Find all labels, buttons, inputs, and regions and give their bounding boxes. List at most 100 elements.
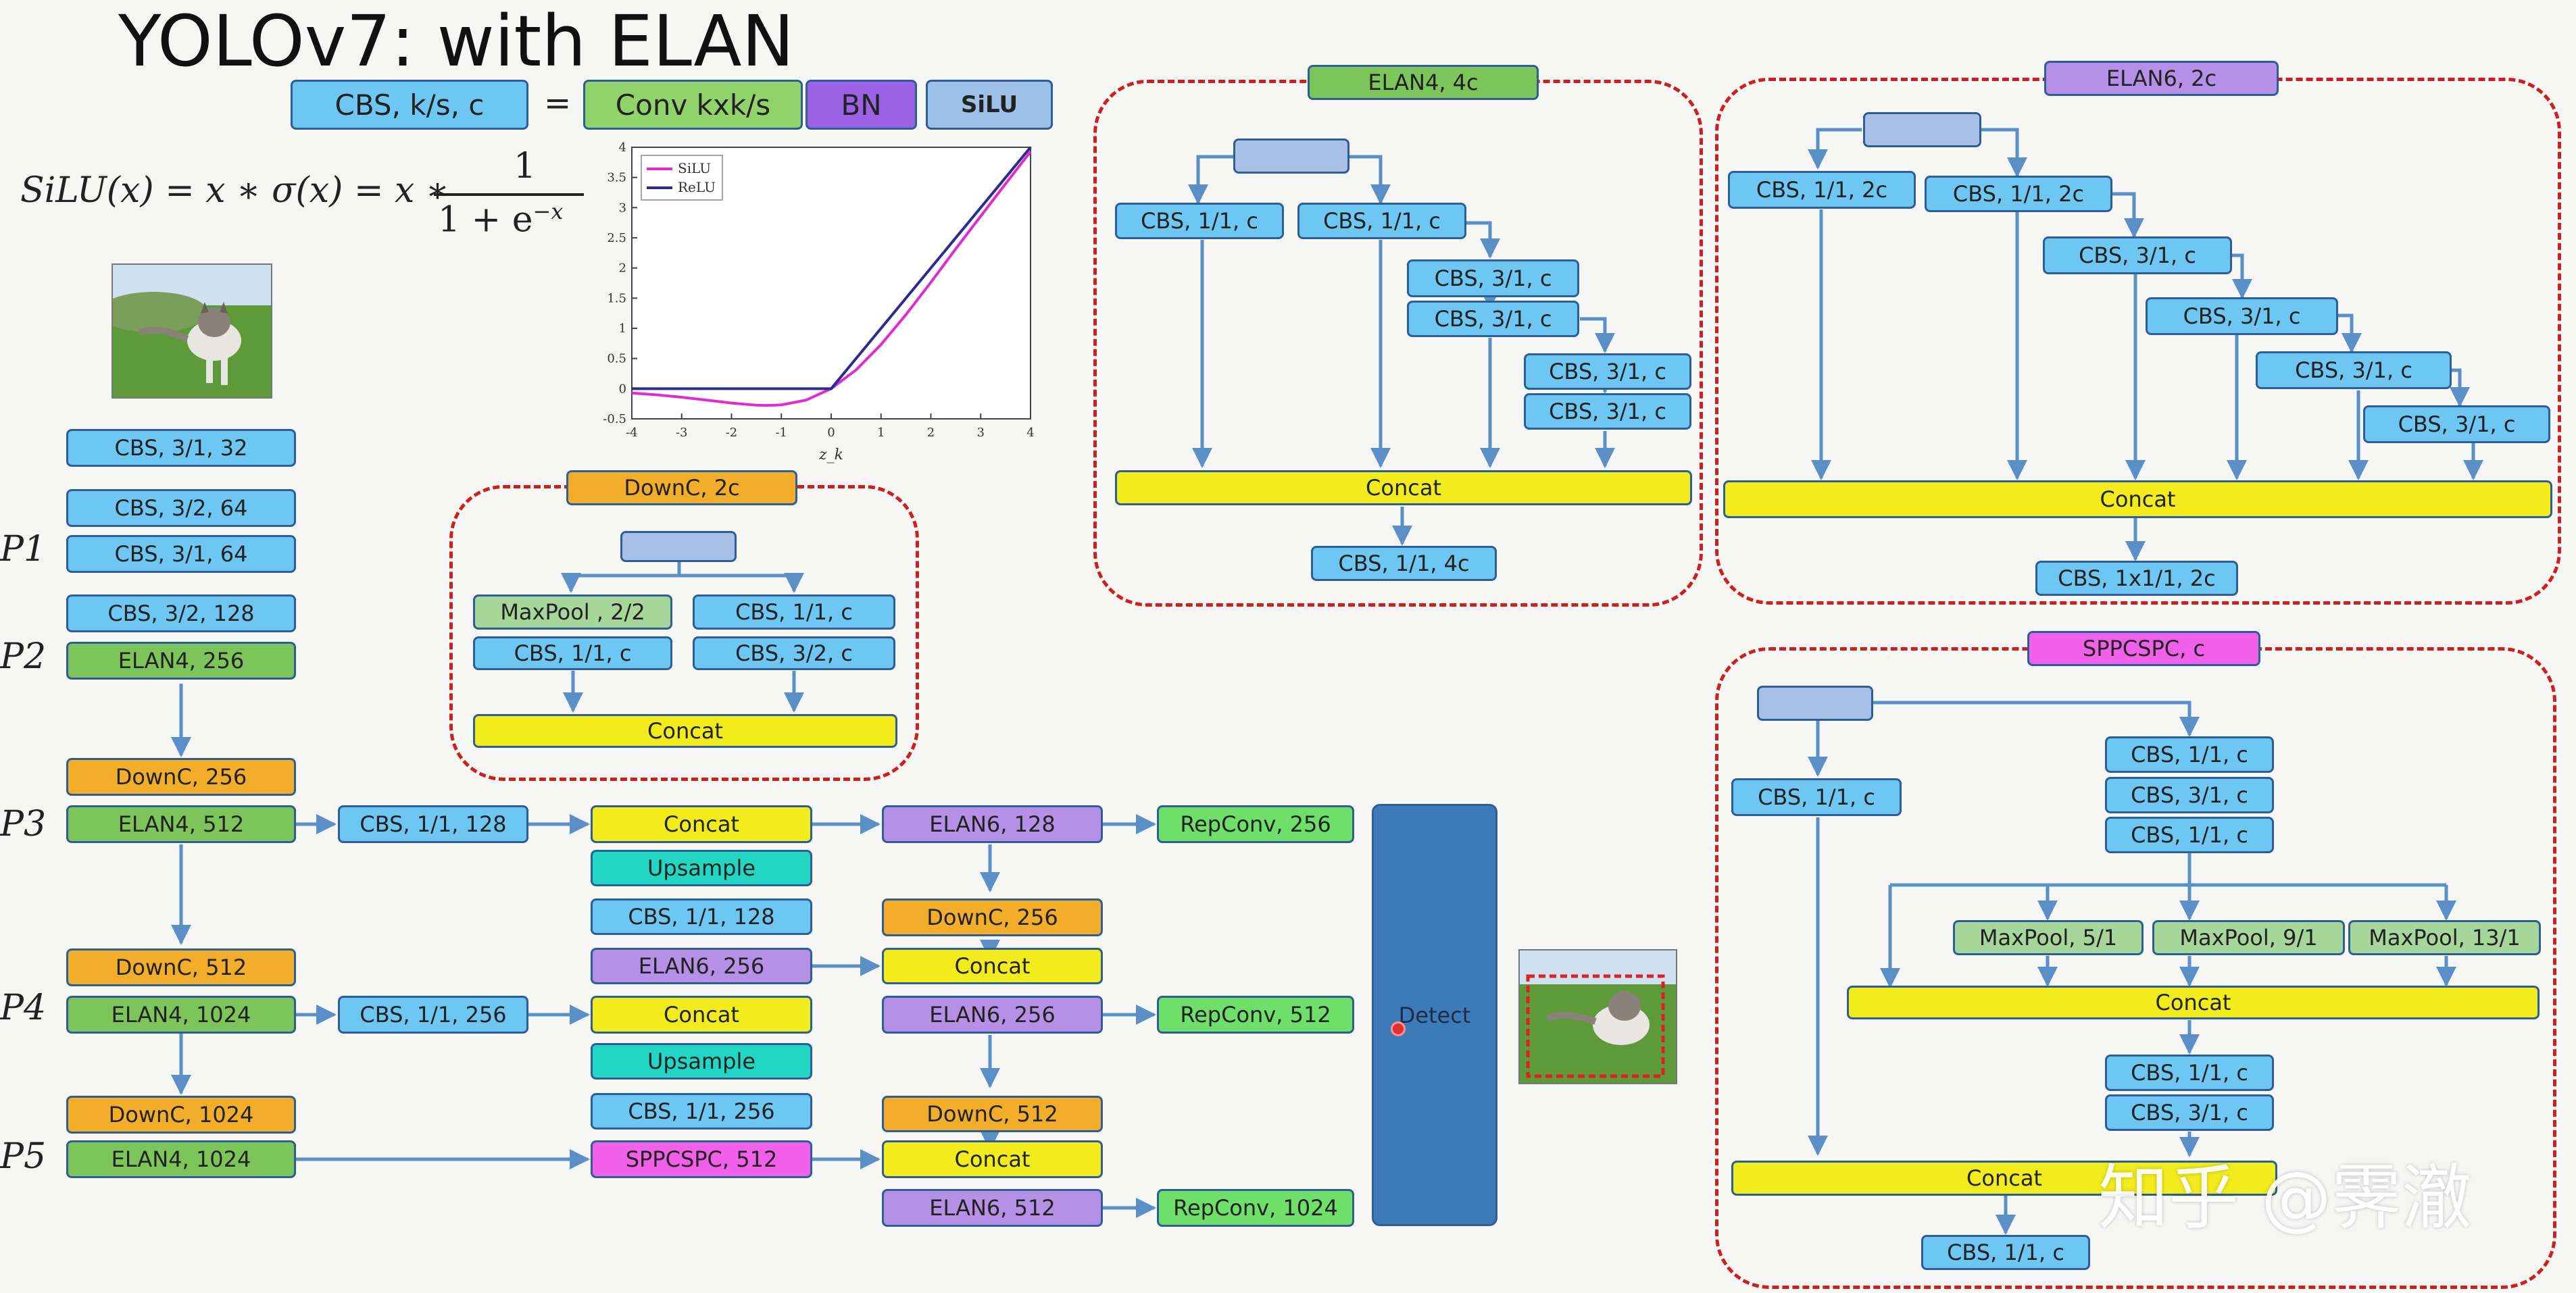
y-tick-label: 3.5 [607,171,626,185]
x-tick-label: 4 [1026,426,1034,440]
elan4-detail-cbs-1-1-4c: CBS, 1/1, 4c [1311,546,1497,581]
legend-label-relu: ReLU [678,179,716,195]
x-tick-label: -4 [626,426,638,440]
elan6-detail-frame [1715,78,2561,605]
elan4-detail-title: ELAN4, 4c [1308,65,1539,100]
sppcspc-detail-cbs-1-1-a: CBS, 1/1, c [2105,736,2274,773]
x-tick-label: 0 [827,426,835,440]
x-tick-label: 2 [927,426,935,440]
neck-upsample-p3: Upsample [591,850,812,886]
neck-cbs-1-1-128: CBS, 1/1, 128 [338,805,528,843]
elan4-detail-cbs-3-1-b: CBS, 3/1, c [1407,301,1579,337]
sppcspc-detail-cbs-1-1-b: CBS, 1/1, c [2105,817,2274,853]
sppcspc-detail-cbs-3-1-b: CBS, 3/1, c [2105,1094,2274,1131]
cursor-dot [1391,1021,1406,1036]
elan6-detail-input [1863,112,1981,147]
neck-elan6-256: ELAN6, 256 [591,948,812,984]
elan4-detail-cbs-3-1-d: CBS, 3/1, c [1524,393,1691,430]
sppcspc-detail-cbs-1-1-left: CBS, 1/1, c [1731,778,1902,816]
legend-equals: = [544,84,572,122]
legend-silu: SiLU [926,80,1053,130]
sppcspc-detail-cbs-3-1-a: CBS, 3/1, c [2105,777,2274,813]
elan6-detail-cbs-1-1-2c-b: CBS, 1/1, 2c [1925,176,2112,212]
head-downc-512: DownC, 512 [882,1096,1103,1132]
formula-exponent: −x [532,199,564,224]
elan4-detail-concat: Concat [1115,470,1692,505]
y-tick-label: 0 [619,382,626,396]
block-downc-512: DownC, 512 [66,948,296,986]
sppcspc-detail-input [1757,686,1873,721]
formula-fraction-bar [434,193,584,196]
y-tick-label: 2 [619,261,626,276]
legend-box [641,155,723,201]
detect-block: Detect [1372,804,1497,1226]
head-concat-p5: Concat [882,1140,1103,1178]
label-p1: P1 [0,529,47,569]
elan6-detail-cbs-1-1-2c-a: CBS, 1/1, 2c [1728,171,1916,209]
block-elan4-512: ELAN4, 512 [66,805,296,843]
elan4-detail-cbs-3-1-a: CBS, 3/1, c [1407,259,1579,297]
y-tick-label: 0.5 [607,352,626,366]
neck-concat-p3: Concat [591,805,812,843]
sppcspc-detail-cbs-1-1-out: CBS, 1/1, c [1921,1235,2090,1270]
label-p3: P3 [0,804,47,844]
sppcspc-detail-concat-1: Concat [1847,986,2540,1019]
sppcspc-detail-concat-2: Concat [1731,1161,2277,1196]
head-concat-p4: Concat [882,948,1103,984]
head-elan6-256: ELAN6, 256 [882,996,1103,1034]
sppcspc-detail-maxpool-13: MaxPool, 13/1 [2348,920,2541,955]
x-tick-label: -3 [676,426,688,440]
elan6-detail-cbs-3-1-d: CBS, 3/1, c [2363,405,2550,443]
y-tick-label: 1.5 [607,291,626,305]
y-tick-label: -0.5 [603,412,626,426]
downc-detail-maxpool: MaxPool , 2/2 [473,594,672,630]
label-p4: P4 [0,988,47,1028]
output-detection-photo [1518,949,1677,1084]
elan6-detail-cbs-1x1-1-2c: CBS, 1x1/1, 2c [2035,561,2238,596]
neck-upsample-p4: Upsample [591,1043,812,1080]
repconv-512: RepConv, 512 [1157,996,1354,1034]
head-downc-256: DownC, 256 [882,898,1103,936]
legend-bn: BN [806,80,917,130]
formula-lhs: SiLU(x) = x ∗ σ(x) = x ∗ [20,170,450,211]
neck-cbs-1-1-256-b: CBS, 1/1, 256 [591,1093,812,1130]
input-cat-photo [112,263,272,399]
downc-detail-cbs-1-1-left: CBS, 1/1, c [473,636,672,670]
block-elan4-1024-p4: ELAN4, 1024 [66,996,296,1034]
elan6-detail-concat: Concat [1723,480,2552,518]
block-cbs-3-2-64: CBS, 3/2, 64 [66,489,296,527]
block-downc-256: DownC, 256 [66,758,296,796]
x-tick-label: -2 [726,426,738,440]
series-line-relu [632,146,1032,390]
chart-plot-area [631,147,1031,420]
elan4-detail-input [1233,138,1349,174]
sppcspc-detail-cbs-1-1-c: CBS, 1/1, c [2105,1055,2274,1091]
y-tick-label: 3 [619,201,626,215]
downc-detail-concat: Concat [473,714,897,748]
x-axis-label: z_k [818,447,843,463]
neck-cbs-1-1-128-b: CBS, 1/1, 128 [591,898,812,935]
block-elan4-1024-p5: ELAN4, 1024 [66,1140,296,1178]
elan4-detail-cbs-1-1-a: CBS, 1/1, c [1115,203,1284,239]
watermark: 知乎 @霁澈 [2098,1157,2473,1239]
elan6-detail-cbs-3-1-a: CBS, 3/1, c [2043,236,2232,274]
y-tick-label: 1 [619,322,626,336]
repconv-256: RepConv, 256 [1157,805,1354,843]
neck-concat-p4: Concat [591,996,812,1034]
head-elan6-128: ELAN6, 128 [882,805,1103,843]
label-p2: P2 [0,636,47,677]
x-tick-label: 3 [977,426,985,440]
neck-cbs-1-1-256: CBS, 1/1, 256 [338,996,528,1034]
y-tick-label: 2.5 [607,231,626,245]
head-elan6-512: ELAN6, 512 [882,1189,1103,1227]
legend-cbs: CBS, k/s, c [291,80,528,130]
elan6-detail-cbs-3-1-c: CBS, 3/1, c [2256,351,2452,389]
series-line-silu [631,151,1032,407]
slide-title: YOLOv7: with ELAN [118,0,795,82]
y-tick-label: 4 [619,141,626,155]
downc-detail-cbs-3-2: CBS, 3/2, c [693,636,895,670]
x-tick-label: 1 [877,426,885,440]
downc-detail-title: DownC, 2c [566,470,797,505]
elan4-detail-frame [1093,80,1703,607]
label-p5: P5 [0,1136,47,1177]
